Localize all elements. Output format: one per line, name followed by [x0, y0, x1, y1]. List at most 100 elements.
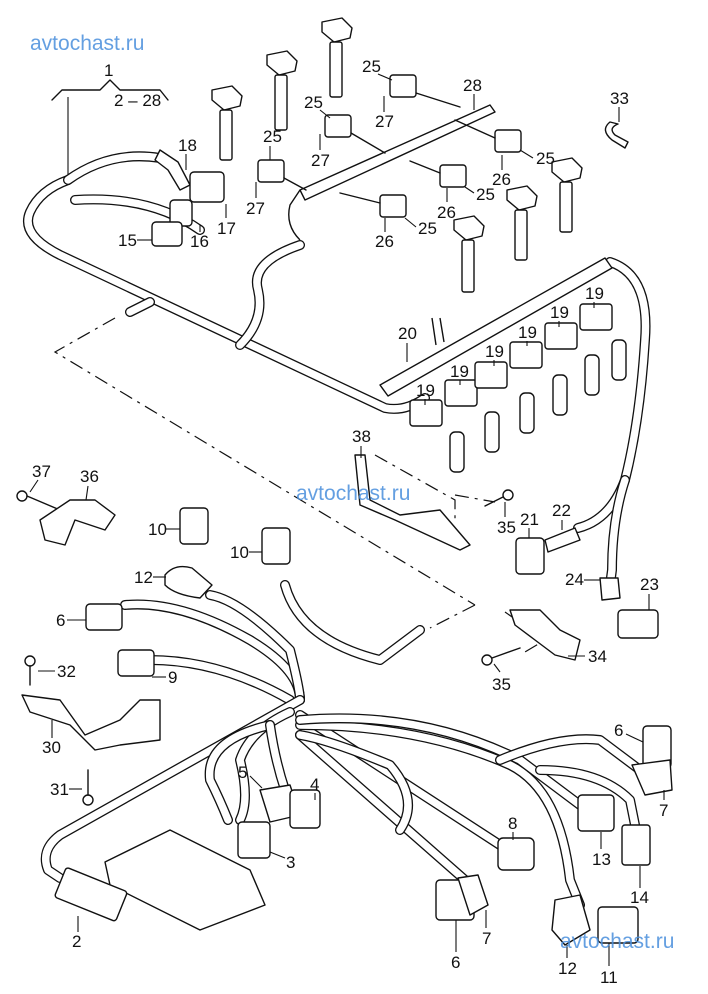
callout-9: 9	[168, 668, 177, 687]
callout-6: 6	[614, 721, 623, 740]
callout-27: 27	[311, 151, 330, 170]
callout-27: 27	[246, 199, 265, 218]
ignition-coil	[321, 17, 353, 98]
callout-26: 26	[437, 203, 456, 222]
callout-27: 27	[375, 112, 394, 131]
connector-7-lower	[457, 874, 489, 916]
connector-10-left	[179, 507, 209, 545]
callout-25: 25	[304, 93, 323, 112]
ignition-coil	[453, 215, 485, 293]
injector	[552, 374, 568, 416]
watermark-bottom: avtochast.ru	[560, 930, 675, 953]
connector-6-upper	[85, 603, 123, 631]
connector-group-15-18	[151, 149, 225, 247]
connector-23	[617, 609, 659, 639]
callout-37: 37	[32, 462, 51, 481]
callout-25: 25	[536, 149, 555, 168]
callout-8: 8	[508, 814, 517, 833]
coil-connector	[409, 160, 467, 188]
sensor-22	[544, 527, 581, 553]
reference-lines	[53, 317, 547, 656]
callout-18: 18	[178, 136, 197, 155]
bracket-34	[509, 609, 581, 661]
injector	[519, 392, 535, 434]
ignition-coil	[551, 157, 583, 233]
injector	[449, 431, 465, 473]
callout-2: 2	[72, 932, 81, 951]
callout-33: 33	[610, 89, 629, 108]
injector-connector	[544, 322, 578, 350]
ignition-coils	[211, 17, 583, 293]
coil-connector	[454, 119, 522, 153]
callout-11: 11	[600, 968, 618, 987]
callout-38: 38	[352, 427, 371, 446]
connector-3	[237, 821, 271, 859]
injector-connector	[509, 341, 543, 369]
callout-10: 10	[230, 543, 249, 562]
callout-19: 19	[450, 362, 469, 381]
bolt-35-lower	[481, 647, 521, 666]
injector-connector	[409, 399, 443, 427]
injector-connector	[474, 361, 508, 389]
callout-24: 24	[565, 570, 584, 589]
callout-23: 23	[640, 575, 659, 594]
bolt-37	[16, 490, 61, 511]
group-bracket: 1 2 – 28	[51, 61, 169, 180]
connector-14	[621, 824, 651, 866]
bolt-35-upper	[484, 489, 514, 507]
connector-9	[117, 649, 155, 677]
callouts: 18 17 16 15 25 25 25 25 25 25 27 27 27 2…	[29, 57, 668, 987]
callout-15: 15	[118, 231, 137, 250]
coil-connector	[324, 114, 386, 154]
connector-4	[289, 789, 321, 829]
callout-32: 32	[57, 662, 76, 681]
callout-10: 10	[148, 520, 167, 539]
connector-2	[54, 867, 128, 922]
wiring-harness	[23, 151, 651, 910]
callout-19: 19	[485, 342, 504, 361]
callout-6: 6	[56, 611, 65, 630]
connector-10-right	[261, 527, 291, 565]
callout-19: 19	[550, 303, 569, 322]
connector-24	[599, 577, 621, 601]
callout-19: 19	[416, 381, 435, 400]
connector-17	[189, 171, 225, 203]
ignition-coil	[506, 185, 538, 261]
callout-3: 3	[286, 853, 295, 872]
watermark-middle: avtochast.ru	[296, 482, 411, 505]
coil-connector	[339, 192, 407, 218]
connector-11	[597, 906, 639, 944]
callout-17: 17	[217, 219, 236, 238]
coil-connector	[257, 159, 307, 191]
bracket-30	[21, 694, 161, 751]
ignition-coil	[211, 85, 243, 161]
connector-21	[515, 537, 545, 575]
callout-25: 25	[476, 185, 495, 204]
callout-35: 35	[497, 518, 516, 537]
injector	[584, 354, 600, 396]
bracket-38	[354, 454, 471, 551]
callout-36: 36	[80, 467, 99, 486]
connector-15	[151, 221, 183, 247]
callout-5: 5	[238, 763, 247, 782]
connector-12-lower	[551, 894, 591, 946]
callout-28: 28	[463, 76, 482, 95]
coil-harness-rail	[257, 74, 522, 241]
callout-16: 16	[190, 232, 209, 251]
callout-22: 22	[552, 501, 571, 520]
callout-20: 20	[398, 324, 417, 343]
callout-35: 35	[492, 675, 511, 694]
watermark-top: avtochast.ru	[30, 32, 145, 55]
callout-7: 7	[482, 929, 491, 948]
callout-12: 12	[134, 568, 153, 587]
callout-21: 21	[520, 510, 539, 529]
callout-7: 7	[659, 801, 668, 820]
connector-7-right	[631, 759, 673, 796]
connector-12-upper	[164, 565, 213, 599]
callout-30: 30	[42, 738, 61, 757]
callout-31: 31	[50, 780, 69, 799]
callout-6: 6	[451, 953, 460, 972]
injector-connector	[444, 379, 478, 407]
callout-1: 1	[104, 61, 113, 80]
